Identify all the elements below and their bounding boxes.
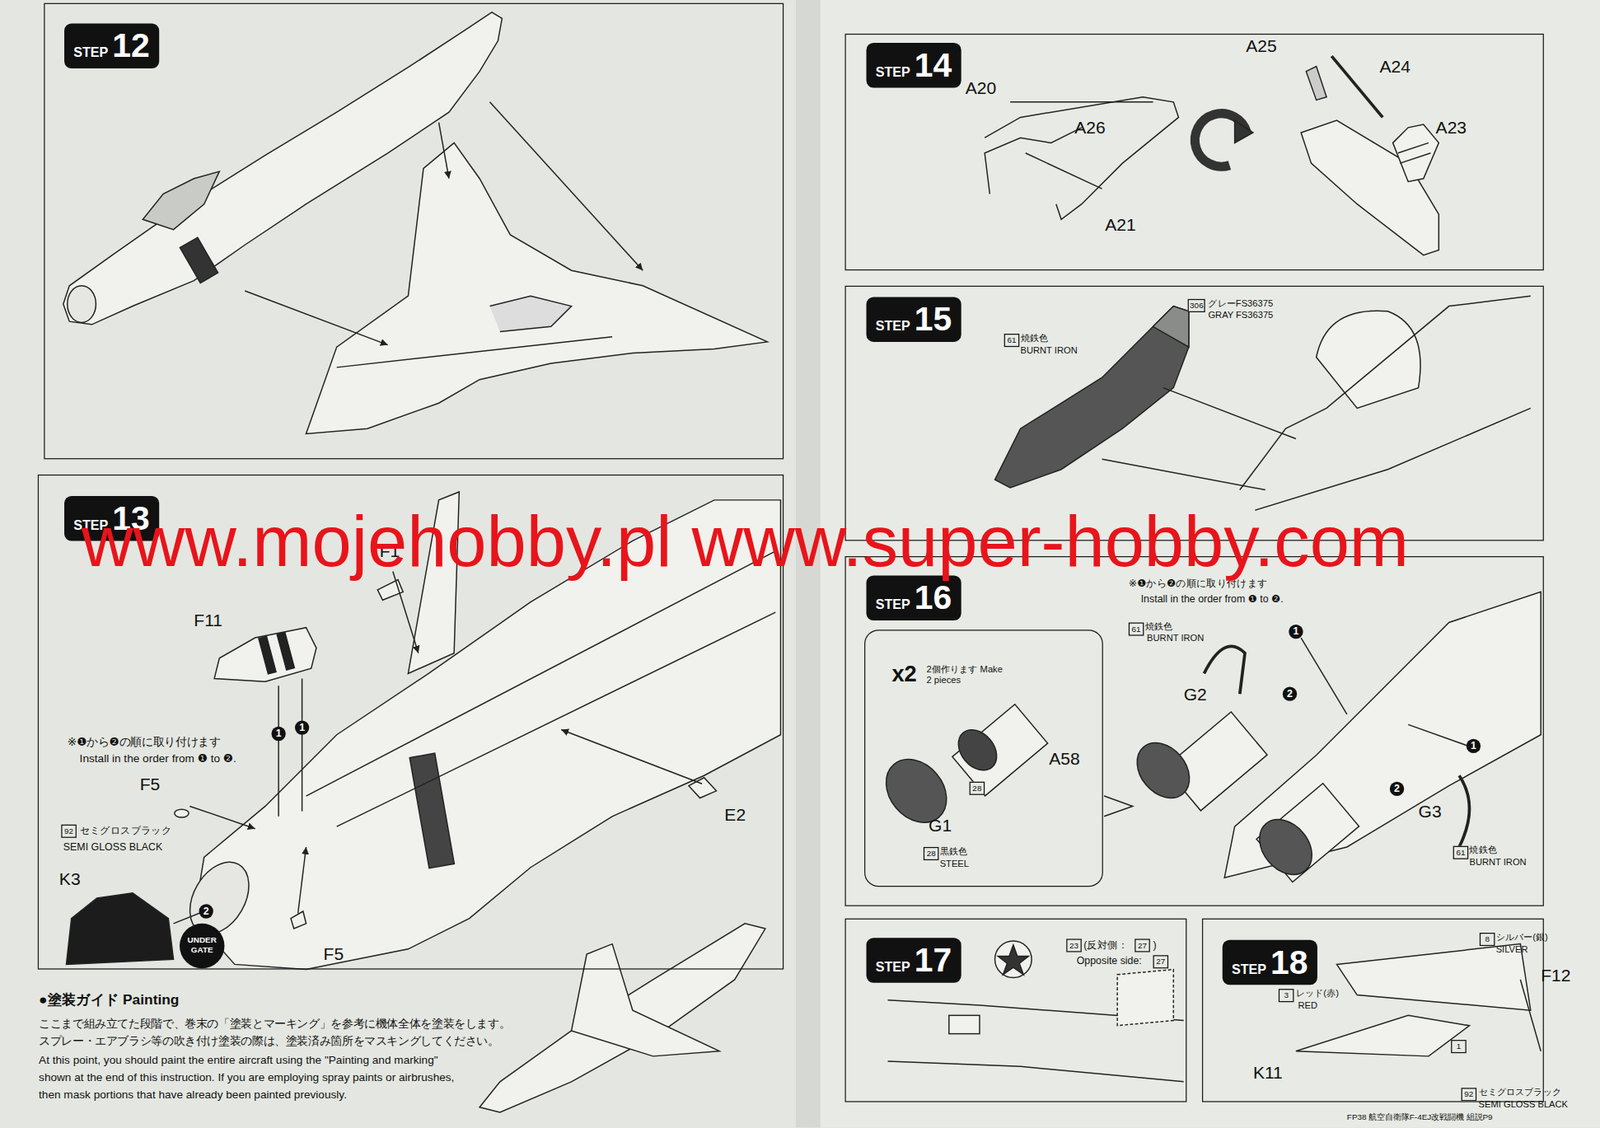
step-badge: STEP15 [866,296,962,342]
note-text: Opposite side: [1076,954,1142,967]
part-label: A23 [1436,119,1467,139]
step-number: 15 [914,299,952,338]
paint-code: 27 [1134,938,1151,952]
callout-number: 1 [271,726,286,741]
step-badge: STEP16 [866,575,962,621]
callout-number: 1 [294,720,309,735]
paint-code: 3 [1278,988,1295,1002]
paint-code: 61 [1128,622,1145,636]
section-heading: ●塗装ガイド Painting [38,991,179,1008]
paint-code: 92 [1461,1087,1478,1101]
paint-code: 8 [1479,932,1496,946]
quantity-mark: x2 [891,661,917,688]
part-label: A58 [1048,749,1080,769]
part-label: G3 [1418,803,1442,823]
paint-code: 28 [969,781,986,796]
part-label: E2 [724,805,746,825]
note-text: セミグロスブラック [1478,1087,1562,1098]
callout-number: 2 [199,903,214,918]
step-badge: STEP17 [866,937,962,983]
part-label: F5 [140,775,161,795]
note-text: セミグロスブラック [79,824,172,837]
note-text: 焼鉄色 [1469,846,1497,857]
note-text: BURNT IRON [1020,346,1078,356]
note-text: GRAY FS36375 [1207,311,1273,322]
note-text: ) [1153,938,1157,950]
step-number: 12 [112,26,150,65]
note-text: ここまで組み立てた段階で、巻末の「塗装とマーキング」を参考に機体全体を塗装をしま… [38,1017,510,1030]
callout-number: 2 [1282,687,1297,702]
step-panel: STEP14 [844,33,1544,271]
paint-code: 61 [1004,333,1020,347]
step-number: 16 [914,578,952,617]
note-text: シルバー(銀) [1496,932,1549,943]
step-panel: STEP12 [43,3,784,460]
note-text: Install in the order from ❶ to ❷. [79,752,237,765]
step-number: 18 [1270,942,1308,981]
note-text: レッド(赤) [1295,988,1339,999]
paint-code: 306 [1188,299,1206,313]
note-text: STEEL [940,859,969,870]
step-badge: STEP12 [64,23,160,68]
step-badge: STEP14 [866,42,962,88]
step-word: STEP [875,597,911,613]
part-label: F11 [193,612,223,632]
step-number: 17 [914,940,952,979]
part-label: F12 [1540,967,1571,987]
step-word: STEP [875,64,911,80]
note-text: スプレー・エアブラシ等の吹き付け塗装の際は、塗装済み箇所をマスキングしてください… [38,1034,500,1048]
callout-number: 1 [1288,624,1303,639]
step-word: STEP [875,959,911,975]
part-label: K11 [1253,1064,1283,1084]
note-text: 焼鉄色 [1020,333,1048,344]
callout-number: 1 [1466,739,1481,754]
paint-code: 92 [60,824,77,838]
note-text: FP38 航空自衛隊F-4EJ改戦闘機 組説P9 [1347,1113,1493,1123]
part-label: A26 [1074,119,1105,139]
note-text: RED [1297,1001,1318,1011]
step-number: 14 [914,46,952,85]
note-text: SEMI GLOSS BLACK [63,841,163,853]
part-label: F5 [323,945,345,965]
note-text: 焼鉄色 [1145,622,1173,632]
note-text: SILVER [1496,945,1529,955]
note-text: shown at the end of this instruction. If… [38,1070,454,1083]
note-text: ※❶から❷の順に取り付けます [67,735,221,749]
step-word: STEP [1231,961,1267,978]
callout-number: 2 [1389,781,1404,796]
step-word: STEP [73,44,108,61]
part-label: A25 [1245,37,1277,57]
paint-code: 23 [1066,938,1082,952]
paint-code: 61 [1453,846,1470,860]
note-text: At this point, you should paint the enti… [38,1052,439,1066]
watermark: www.mojehobby.pl www.super-hobby.com [81,503,1409,582]
note-text: SEMI GLOSS BLACK [1478,1099,1568,1110]
note-text: グレーFS36375 [1207,299,1273,309]
paint-code: 28 [923,846,940,861]
note-text: 黒鉄色 [940,846,968,857]
part-label: K3 [59,870,81,889]
note-text: BURNT IRON [1469,858,1526,869]
paint-code: 1 [1450,1039,1467,1053]
part-label: A20 [965,79,997,99]
note-text: (反対側： [1083,938,1128,950]
note-text: BURNT IRON [1146,633,1204,644]
part-label: G2 [1183,685,1208,705]
part-label: A24 [1379,58,1410,78]
paint-code: 27 [1153,954,1170,969]
part-label: G1 [928,817,952,837]
part-label: A21 [1104,216,1136,236]
note-text: then mask portions that have already bee… [38,1087,347,1100]
note-text: Install in the order from ❶ to ❷. [1141,593,1284,605]
step-badge: STEP18 [1222,940,1318,985]
gate-mark: UNDER GATE [179,923,225,969]
quantity-note: 2個作ります Make 2 pieces [926,664,1007,686]
step-word: STEP [875,318,911,334]
